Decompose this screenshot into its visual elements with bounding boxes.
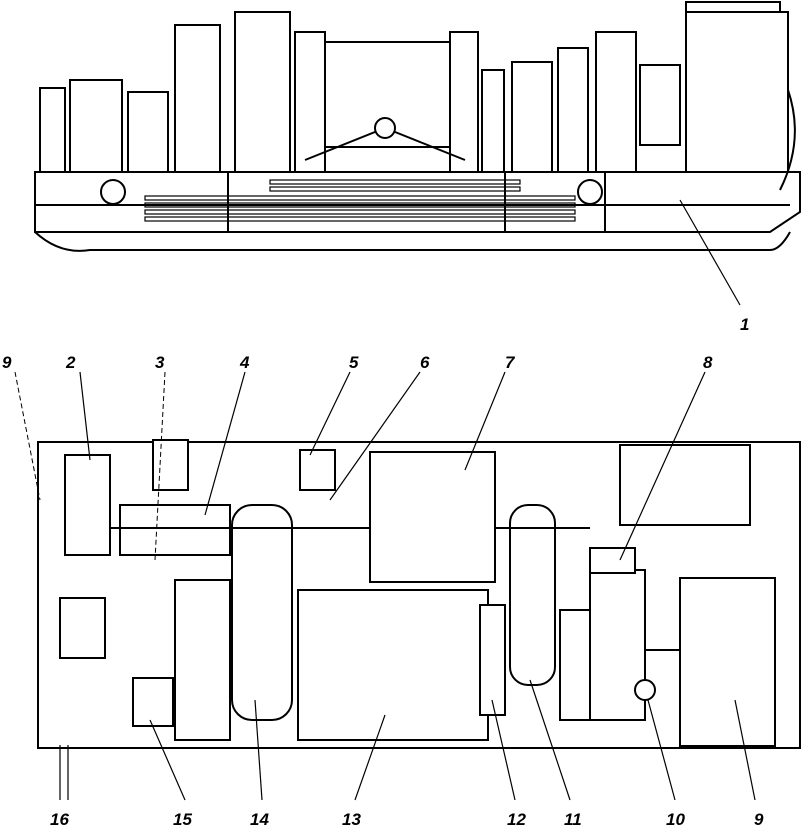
drum-flange <box>559 609 591 721</box>
skid-frame <box>34 171 801 233</box>
electric-motor <box>511 61 553 173</box>
lifting-hole <box>577 179 603 205</box>
label-9-bottom: 9 <box>754 810 764 829</box>
side-view: 1 <box>34 1 801 334</box>
label-14: 14 <box>250 810 269 829</box>
lever-10 <box>634 679 656 701</box>
cable <box>779 89 796 191</box>
label-6: 6 <box>420 353 430 372</box>
drum-flange <box>294 31 326 173</box>
pump-unit <box>59 597 106 659</box>
valve-8 <box>589 547 636 574</box>
label-8: 8 <box>703 353 713 372</box>
coupling <box>639 64 681 146</box>
plan-view: 9 2 3 4 5 6 7 8 16 15 14 13 12 11 10 9 <box>2 353 801 829</box>
label-12: 12 <box>507 810 526 829</box>
motor-box <box>69 79 123 173</box>
gearbox-7 <box>369 451 496 583</box>
label-11: 11 <box>564 810 582 829</box>
label-13: 13 <box>342 810 361 829</box>
shaft-coupling-4 <box>119 504 231 556</box>
base-frame <box>37 441 801 749</box>
cabinet <box>619 444 751 526</box>
label-15: 15 <box>173 810 192 829</box>
control-cabinet <box>557 47 589 173</box>
label-5: 5 <box>349 353 359 372</box>
box-15 <box>132 677 174 727</box>
drum-right <box>589 569 646 721</box>
leader-line-1 <box>679 199 741 306</box>
bearing-12 <box>479 604 506 716</box>
cable-reel-9 <box>679 577 776 747</box>
brake-14 <box>231 504 293 721</box>
label-2: 2 <box>65 353 76 372</box>
label-4: 4 <box>239 353 250 372</box>
drum-flange <box>449 31 479 173</box>
skid-runner <box>34 231 791 252</box>
label-1: 1 <box>740 315 749 334</box>
brake-11 <box>509 504 556 686</box>
leader-lines <box>14 371 756 801</box>
gearbox <box>127 91 169 173</box>
reel <box>39 87 66 173</box>
motor-2 <box>64 454 111 556</box>
frame-piping <box>144 179 576 222</box>
label-10: 10 <box>666 810 685 829</box>
drum-flange <box>174 24 221 173</box>
block-5 <box>299 449 336 491</box>
brake-housing <box>234 11 291 173</box>
label-3: 3 <box>155 353 165 372</box>
label-16: 16 <box>50 810 69 829</box>
label-7: 7 <box>505 353 516 372</box>
lifting-hole <box>100 179 126 205</box>
valve-3 <box>152 439 189 491</box>
drum-small <box>174 579 231 741</box>
reel-handle <box>685 1 781 12</box>
drum-flange <box>595 31 637 173</box>
label-9-top: 9 <box>2 353 12 372</box>
cable-reel <box>685 11 789 173</box>
main-drum-13 <box>297 589 489 741</box>
